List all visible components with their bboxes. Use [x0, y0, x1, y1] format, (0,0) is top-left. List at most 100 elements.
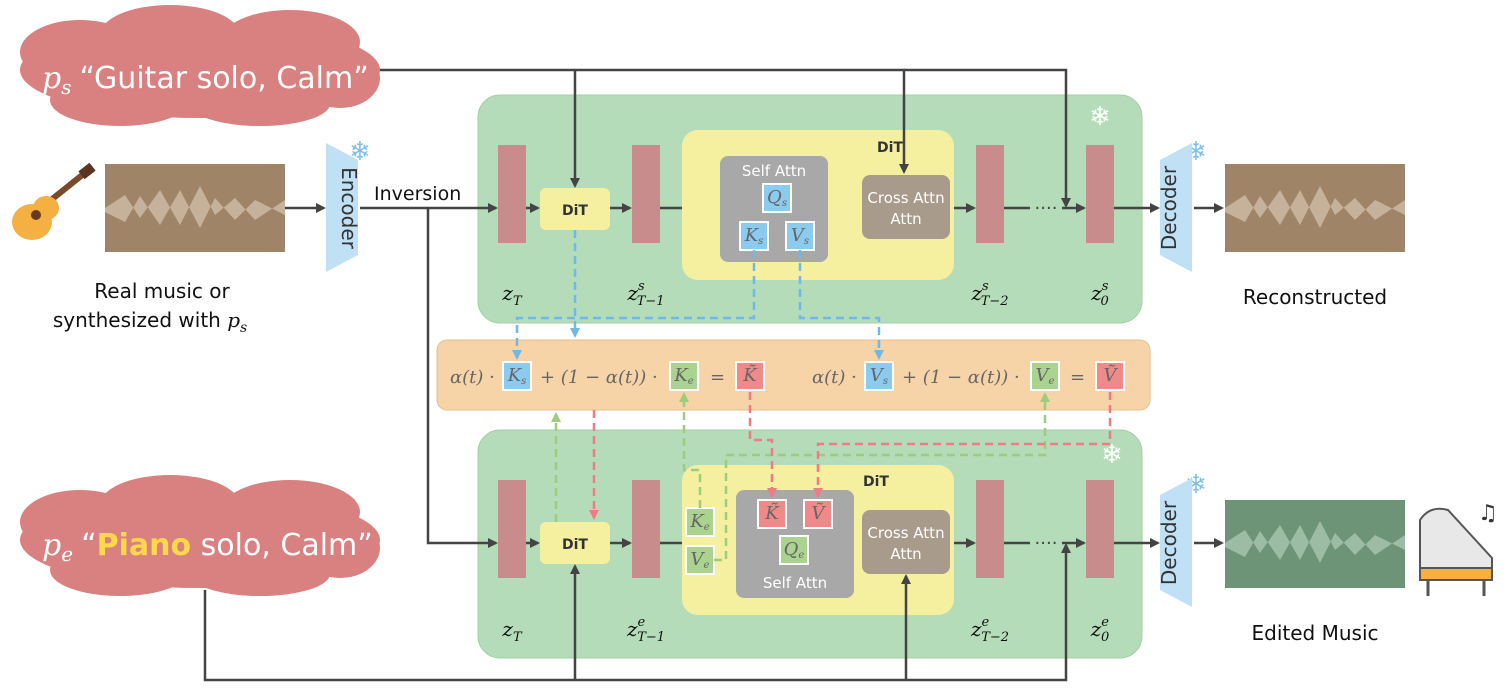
formula-token-vtilde [1095, 361, 1125, 391]
svg-text:zeT−2: zeT−2 [970, 615, 1009, 645]
encoder-block [326, 143, 358, 272]
ellipsis: ···· [1035, 533, 1058, 554]
svg-text:synthesized with ps: synthesized with ps [53, 308, 247, 336]
input-caption-line1: Real music or [94, 279, 230, 303]
dit-label: DiT [877, 140, 903, 156]
svg-text:zeT−1: zeT−1 [626, 615, 665, 645]
latent-z0-top [1086, 145, 1114, 243]
formula-eq: = [1070, 367, 1085, 388]
latent-label: z [1090, 281, 1102, 305]
latent-sup: s [982, 279, 989, 294]
piano-icon: ♫ [1419, 501, 1498, 596]
token-vtilde [803, 499, 833, 529]
latent-sub: T [513, 294, 523, 309]
svg-text:pe“Piano solo, Calm”: pe“Piano solo, Calm” [42, 528, 373, 566]
prompt-sub: e [61, 542, 73, 566]
edit-prompt-text: solo, Calm” [191, 528, 373, 563]
svg-text:Ks: Ks [744, 225, 764, 247]
latent-sup: s [1102, 279, 1109, 294]
dit-label: DiT [562, 203, 588, 219]
cross-attn-bottom [862, 510, 950, 574]
latent-sup: s [638, 279, 645, 294]
token-qs [762, 183, 792, 213]
caption-math-sub: s [240, 320, 247, 336]
decoder-block-top [1160, 143, 1192, 272]
cross-attn-label: Cross Attn [867, 189, 944, 207]
latent-zT1-top [632, 145, 660, 243]
latent-label: z [626, 281, 638, 305]
edit-prompt-cloud: pe“Piano solo, Calm” [20, 475, 380, 596]
svg-text:Attn: Attn [890, 210, 921, 228]
latent-zT-bottom [498, 480, 526, 578]
svg-text:ze0: ze0 [1090, 615, 1110, 645]
quote: “ [81, 528, 97, 563]
cross-attn-top [862, 175, 950, 239]
prompt-sub: s [61, 75, 71, 99]
source-prompt-text: “Guitar solo, Calm” [79, 61, 368, 96]
caption-math: p [227, 308, 240, 332]
formula-token-ks [502, 361, 532, 391]
prompt-symbol: p [42, 61, 61, 96]
svg-text:zs0: zs0 [1090, 279, 1109, 309]
svg-text:Ve: Ve [1036, 365, 1055, 387]
decoder-label: Decoder [1157, 500, 1181, 585]
guitar-icon [12, 162, 96, 240]
latent-label: z [970, 281, 982, 305]
latent-zT1-bottom [632, 480, 660, 578]
formula-token-ve [1030, 361, 1060, 391]
token-ktilde [757, 499, 787, 529]
blue-dash-line [512, 250, 756, 360]
formula-alpha: α(t) · [812, 367, 857, 388]
formula-plus: + (1 − α(t)) · [540, 367, 658, 388]
token-ve [685, 545, 715, 575]
svg-text:Ke: Ke [689, 511, 709, 533]
snowflake-icon: ❄ [1089, 102, 1111, 132]
dit-label: DiT [863, 474, 889, 490]
formula-token-ktilde [735, 361, 765, 391]
latent-z0-bottom [1086, 480, 1114, 578]
decoder-block-bottom [1160, 478, 1192, 607]
blue-dash-line [798, 250, 884, 360]
token-sub: s [758, 236, 763, 247]
svg-text:zsT−1: zsT−1 [626, 279, 664, 309]
latent-label: z [501, 281, 513, 305]
latent-zT-top [498, 145, 526, 243]
latent-sub: T−1 [637, 294, 665, 309]
snowflake-icon: ❄ [1101, 440, 1123, 470]
formula-panel [436, 339, 1151, 411]
formula-alpha: α(t) · [450, 367, 495, 388]
svg-text:ps“Guitar solo, Calm”: ps “Guitar solo, Calm” [42, 61, 369, 99]
svg-text:zT: zT [501, 617, 523, 645]
token-label: Ṽ [1104, 364, 1119, 386]
token-vs [785, 221, 815, 251]
svg-text:Attn: Attn [890, 545, 921, 563]
output-bottom-label: Edited Music [1252, 621, 1379, 645]
svg-text:Qs: Qs [767, 187, 787, 209]
inversion-label: Inversion [374, 183, 461, 205]
token-label: K̃ [742, 364, 758, 386]
music-note-icon: ♫ [1478, 501, 1498, 526]
latent-sub: T−2 [981, 294, 1009, 309]
formula-token-ke [669, 361, 699, 391]
svg-text:zT: zT [501, 281, 523, 309]
token-qe [779, 535, 809, 565]
source-prompt-cloud: ps “Guitar solo, Calm” [20, 5, 380, 126]
dit-block-top [540, 188, 610, 230]
formula-eq: = [710, 367, 725, 388]
formula-token-vs [864, 361, 894, 391]
token-sub: s [782, 198, 787, 209]
latent-zT2-top [976, 145, 1004, 243]
svg-text:Vs: Vs [791, 225, 809, 247]
token-label: V [791, 225, 806, 246]
svg-text:Ks: Ks [507, 365, 527, 387]
latent-zT2-bottom [976, 480, 1004, 578]
latent-sub: 0 [1100, 294, 1108, 309]
svg-text:Vs: Vs [870, 365, 888, 387]
dit-label: DiT [562, 537, 588, 553]
token-sub: s [804, 236, 809, 247]
token-label: K [744, 225, 760, 246]
prompt-symbol: p [42, 528, 61, 563]
cross-attn-label: Cross Attn [867, 524, 944, 542]
svg-text:K̃: K̃ [764, 502, 780, 524]
